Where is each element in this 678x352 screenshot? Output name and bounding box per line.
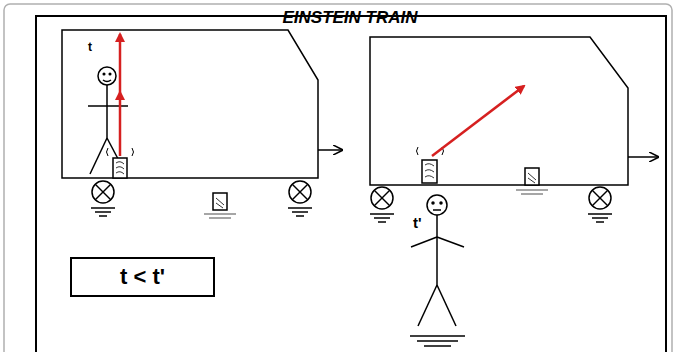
light-clock	[417, 147, 444, 183]
train-car	[62, 30, 318, 178]
train-car	[370, 37, 628, 185]
formula-box: t < t'	[70, 257, 215, 297]
motion-arrow	[318, 149, 342, 151]
motion-arrow	[628, 156, 658, 158]
formula-text: t < t'	[120, 264, 165, 290]
inner-frame	[36, 16, 666, 352]
right-train	[370, 37, 658, 346]
light-path	[432, 86, 524, 156]
diagram-title: EINSTEIN TRAIN	[200, 8, 500, 28]
ground-clock	[516, 168, 548, 194]
stick-figure	[410, 195, 465, 346]
wheel-symbol	[588, 187, 612, 222]
wheel-symbol	[288, 181, 312, 216]
left-train	[62, 30, 342, 218]
time-label: t	[88, 40, 92, 54]
light-path	[119, 34, 122, 156]
time-label: t'	[413, 214, 422, 231]
outer-frame	[4, 4, 672, 352]
wheel-symbol	[370, 187, 394, 222]
wheel-symbol	[91, 181, 115, 216]
ground-clock	[204, 193, 236, 218]
